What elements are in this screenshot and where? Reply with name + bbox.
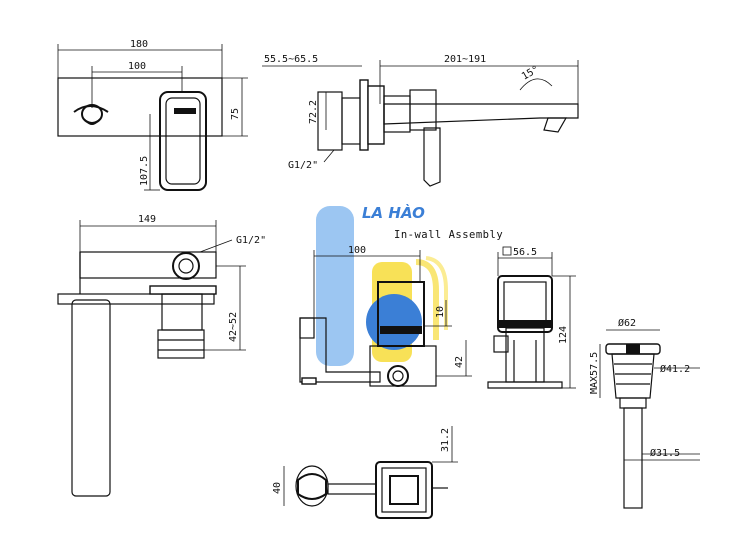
- dim-box-width: 56.5: [513, 247, 537, 258]
- dim-bottom-height-31-2: 31.2: [440, 428, 451, 452]
- plan-spout: [71, 299, 111, 497]
- dim-side-angle: 15°: [520, 64, 541, 83]
- label-side-thread: G1/2": [288, 160, 318, 171]
- dim-bottom-height-40: 40: [272, 482, 283, 494]
- dim-drain-top-dia: Ø62: [618, 317, 636, 329]
- dim-assembly-height-42: 42: [454, 356, 465, 368]
- handle-logo-mark: [174, 108, 196, 114]
- brand-logo: LA HÀO In-wall Assembly: [316, 203, 503, 366]
- assembly-view: 100 10 42: [299, 245, 472, 387]
- dim-front-width-total: 180: [130, 39, 148, 50]
- label-in-wall-assembly: In-wall Assembly: [394, 229, 503, 241]
- box-view: 56.5 124: [487, 246, 576, 389]
- square-symbol: [502, 246, 512, 256]
- dim-front-width-inner: 100: [128, 61, 146, 72]
- dim-plan-length: 149: [138, 214, 156, 225]
- logo-wordmark: LA HÀO: [362, 203, 425, 222]
- dim-box-height: 124: [558, 326, 569, 344]
- dim-assembly-width: 100: [348, 245, 366, 256]
- plan-view: 149 G1/2" 42~52: [57, 214, 266, 497]
- bottom-valve-box: [375, 461, 433, 519]
- dim-drain-low-dia: Ø31.5: [650, 447, 680, 459]
- bottom-plan-view: 40 31.2: [272, 426, 458, 519]
- front-wall-plate: [57, 77, 223, 137]
- dim-side-height: 72.2: [308, 100, 319, 124]
- side-spout: [383, 103, 579, 125]
- side-lever: [423, 127, 441, 187]
- side-view: 55.5~65.5 201~191 15° 72.2 G1/2": [262, 54, 579, 187]
- dim-drain-max: MAX57.5: [589, 352, 600, 394]
- dim-side-spout-length: 201~191: [444, 54, 486, 65]
- front-handle: [159, 91, 207, 191]
- dim-drain-mid-dia: Ø41.2: [660, 363, 690, 375]
- logo-blue-bar: [316, 206, 354, 366]
- front-view: 180 100 75 107.5: [57, 39, 248, 191]
- dim-plan-height: 42~52: [228, 312, 239, 342]
- label-plan-thread: G1/2": [236, 235, 266, 246]
- dim-side-wall-depth: 55.5~65.5: [264, 54, 318, 65]
- dim-front-handle-height: 107.5: [139, 156, 150, 186]
- spout-outlet: [73, 105, 109, 113]
- logo-blue-circle: [366, 294, 422, 350]
- dim-front-height: 75: [230, 108, 241, 120]
- plan-inlet-circle: [172, 252, 200, 280]
- dim-assembly-height-10: 10: [435, 306, 446, 318]
- drain-view: Ø62 Ø41.2 Ø31.5 MAX57.5: [589, 317, 700, 509]
